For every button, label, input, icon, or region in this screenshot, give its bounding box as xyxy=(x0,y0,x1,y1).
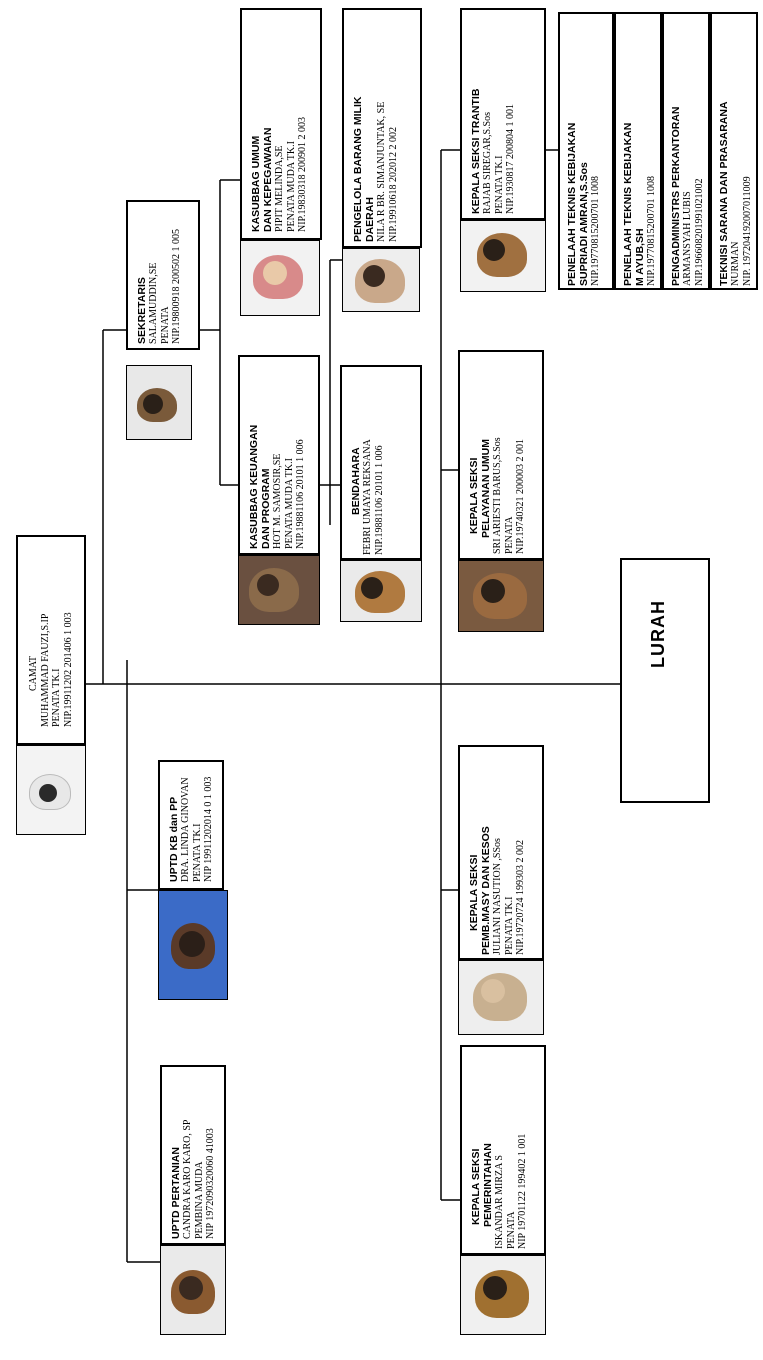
kasubbag-umum-name: PIPIT MELINDA,SE xyxy=(274,145,285,232)
camat-photo xyxy=(16,745,86,835)
sekretaris-box: SEKRETARIS SALAMUDDIN,SE PENATA NIP.1980… xyxy=(126,200,200,350)
penelaah2-nip: NIP.19770815200701 1008 xyxy=(646,175,657,286)
bendahara-title: BENDAHARA xyxy=(350,447,362,515)
kasi-pemerintahan-name: ISKANDAR MIRZA S xyxy=(494,1155,505,1249)
penelaah1-box: PENELAAH TEKNIS KEBIJAKAN SUPRIADI AMRAN… xyxy=(558,12,614,290)
bendahara-name: FEBRI UMAYA REKSANA xyxy=(362,439,373,555)
kasi-trantib-photo xyxy=(460,220,546,292)
kasi-pemb-box: KEPALA SEKSI PEMB.MASY DAN KESOS JULIANI… xyxy=(458,745,544,960)
pengadministrasi-name: ARMANSYAH LUBIS xyxy=(682,191,693,286)
kasi-pelayanan-nip: NIP.19740321 200003 2 001 xyxy=(515,438,526,554)
kasi-pemb-photo xyxy=(458,960,544,1035)
uptd-pertanian-box: UPTD PERTANIAN CANDRA KARO KARO, SP PEMB… xyxy=(160,1065,226,1245)
kasi-pemerintahan-title2: PEMERINTAHAN xyxy=(482,1143,494,1227)
pengelola-title2: DAERAH xyxy=(364,197,376,242)
uptd-pertanian-rank: PEMBINA MUDA xyxy=(193,1161,205,1239)
kasubbag-keuangan-box: KASUBBAG KEUANGAN DAN PROGRAM HOT M. SAM… xyxy=(238,355,320,555)
penelaah2-box: PENELAAH TEKNIS KEBIJAKAN M AYUB,SH NIP.… xyxy=(614,12,662,290)
kasi-pemb-title2: PEMB.MASY DAN KESOS xyxy=(480,826,492,955)
kasubbag-keuangan-nip: NIP.19881106 20101 1 006 xyxy=(295,439,306,549)
bendahara-nip: NIP.19881106 20101 1 006 xyxy=(373,445,385,555)
pengelola-title1: PENGELOLA BARANG MILIK xyxy=(352,96,364,242)
bendahara-photo xyxy=(340,560,422,622)
uptd-pertanian-nip: NIP 1972090320060 41003 xyxy=(205,1128,216,1239)
kasi-pelayanan-photo xyxy=(458,560,544,632)
lurah-label: LURAH xyxy=(648,600,668,668)
kasi-trantib-title: KEPALA SEKSI TRANTIB xyxy=(470,88,482,214)
teknisi-title: TEKNISI SARANA DAN PRASARANA xyxy=(718,101,730,286)
pengelola-nip: NIP.19910618 202012 2 002 xyxy=(387,126,399,242)
kasubbag-keuangan-title1: KASUBBAG KEUANGAN xyxy=(248,424,260,549)
kasubbag-keuangan-rank: PENATA MUDA TK.I xyxy=(283,458,295,549)
kasubbag-umum-rank: PENATA MUDA TK.I xyxy=(285,141,297,232)
lurah-box xyxy=(620,558,710,803)
teknisi-nip: NIP. 197204192007011009 xyxy=(741,176,753,286)
kasubbag-keuangan-name: HOT M. SAMOSIR,SE xyxy=(272,453,283,549)
penelaah1-title2: SUPRIADI AMRAN,S.Sos xyxy=(578,162,590,286)
kasubbag-keuangan-photo xyxy=(238,555,320,625)
pengadministrasi-title: PENGADMINISTRS PERKANTORAN xyxy=(670,106,682,286)
kasi-trantib-rank: PENATA TK.I xyxy=(493,155,505,214)
pengelola-photo xyxy=(342,248,420,312)
uptd-pertanian-title: UPTD PERTANIAN xyxy=(170,1147,182,1239)
kasubbag-umum-photo xyxy=(240,240,320,316)
uptd-pertanian-photo xyxy=(160,1245,226,1335)
penelaah2-title1: PENELAAH TEKNIS KEBIJAKAN xyxy=(622,122,634,286)
kasi-pelayanan-box: KEPALA SEKSI PELAYANAN UMUM SRI ARIESTI … xyxy=(458,350,544,560)
kasi-pemb-nip: NIP.19720724 199303 2 002 xyxy=(515,839,526,955)
kasi-pemerintahan-nip: NIP 19701122 199402 1 001 xyxy=(517,1133,528,1249)
kasi-trantib-nip: NIP.1930817 200804 1 001 xyxy=(505,103,516,214)
kasi-pemerintahan-photo xyxy=(460,1255,546,1335)
pengelola-name: NILA R BR. SIMANJUNTAK, SE xyxy=(376,101,387,242)
penelaah1-nip: NIP.19770815200701 1008 xyxy=(590,175,601,286)
penelaah1-title1: PENELAAH TEKNIS KEBIJAKAN xyxy=(566,122,578,286)
kasubbag-umum-box: KASUBBAG UMUM DAN KEPEGAWAIAN PIPIT MELI… xyxy=(240,8,322,240)
kasi-pelayanan-rank: PENATA xyxy=(503,516,515,554)
teknisi-name: NURMAN xyxy=(730,241,741,286)
pengelola-box: PENGELOLA BARANG MILIK DAERAH NILA R BR.… xyxy=(342,8,422,248)
kasi-pelayanan-name: SRI ARIESTI BARUS,S.Sos xyxy=(492,437,503,554)
camat-title: CAMAT xyxy=(28,655,39,691)
kasi-pemerintahan-rank: PENATA xyxy=(505,1211,517,1249)
kasi-pelayanan-title2: PELAYANAN UMUM xyxy=(480,439,492,538)
sekretaris-photo xyxy=(126,365,192,440)
uptd-kb-rank: PENATA TK.I xyxy=(191,823,203,882)
camat-rank: PENATA TK.I xyxy=(51,668,62,727)
sekretaris-rank: PENATA xyxy=(159,306,171,344)
sekretaris-name: SALAMUDDIN,SE xyxy=(148,262,159,344)
bendahara-box: BENDAHARA FEBRI UMAYA REKSANA NIP.198811… xyxy=(340,365,422,560)
kasi-pemerintahan-box: KEPALA SEKSI PEMERINTAHAN ISKANDAR MIRZA… xyxy=(460,1045,546,1255)
uptd-kb-box: UPTD KB dan PP DRA. LINDA GINOVAN PENATA… xyxy=(158,760,224,890)
kasubbag-umum-title1: KASUBBAG UMUM xyxy=(250,135,262,232)
kasubbag-umum-title2: DAN KEPEGAWAIAN xyxy=(262,127,274,232)
camat-name: MUHAMMAD FAUZI,S.IP xyxy=(39,613,51,727)
uptd-kb-nip: NIP 19911202014 0 1 003 xyxy=(203,776,214,882)
pengadministrasi-box: PENGADMINISTRS PERKANTORAN ARMANSYAH LUB… xyxy=(662,12,710,290)
kasubbag-keuangan-title2: DAN PROGRAM xyxy=(260,468,272,550)
sekretaris-nip: NIP.19800918 200502 1 005 xyxy=(171,228,182,344)
uptd-kb-photo xyxy=(158,890,228,1000)
uptd-pertanian-name: CANDRA KARO KARO, SP xyxy=(182,1119,193,1239)
penelaah2-title2: M AYUB,SH xyxy=(634,228,646,286)
camat-box: CAMAT MUHAMMAD FAUZI,S.IP PENATA TK.I NI… xyxy=(16,535,86,745)
camat-nip: NIP.19911202 201406 1 003 xyxy=(62,612,74,727)
kasi-pemerintahan-title1: KEPALA SEKSI xyxy=(470,1148,482,1225)
kasi-pelayanan-title1: KEPALA SEKSI xyxy=(468,457,480,534)
kasubbag-umum-nip: NIP.19830318 200901 2 003 xyxy=(297,116,308,232)
kasi-trantib-name: RAJAB SIREGAR,S.Sos xyxy=(482,112,493,214)
kasi-pemb-name: JULIANI NASUTION ,SSos xyxy=(492,838,503,955)
uptd-kb-name: DRA. LINDA GINOVAN xyxy=(180,777,191,882)
kasi-trantib-box: KEPALA SEKSI TRANTIB RAJAB SIREGAR,S.Sos… xyxy=(460,8,546,220)
kasi-pemb-title1: KEPALA SEKSI xyxy=(468,854,480,931)
teknisi-box: TEKNISI SARANA DAN PRASARANA NURMAN NIP.… xyxy=(710,12,758,290)
kasi-pemb-rank: PENATA TK.I xyxy=(503,896,515,955)
sekretaris-title: SEKRETARIS xyxy=(136,277,148,344)
pengadministrasi-nip: NIP.196608201991021002 xyxy=(693,178,705,286)
uptd-kb-title: UPTD KB dan PP xyxy=(168,796,180,882)
